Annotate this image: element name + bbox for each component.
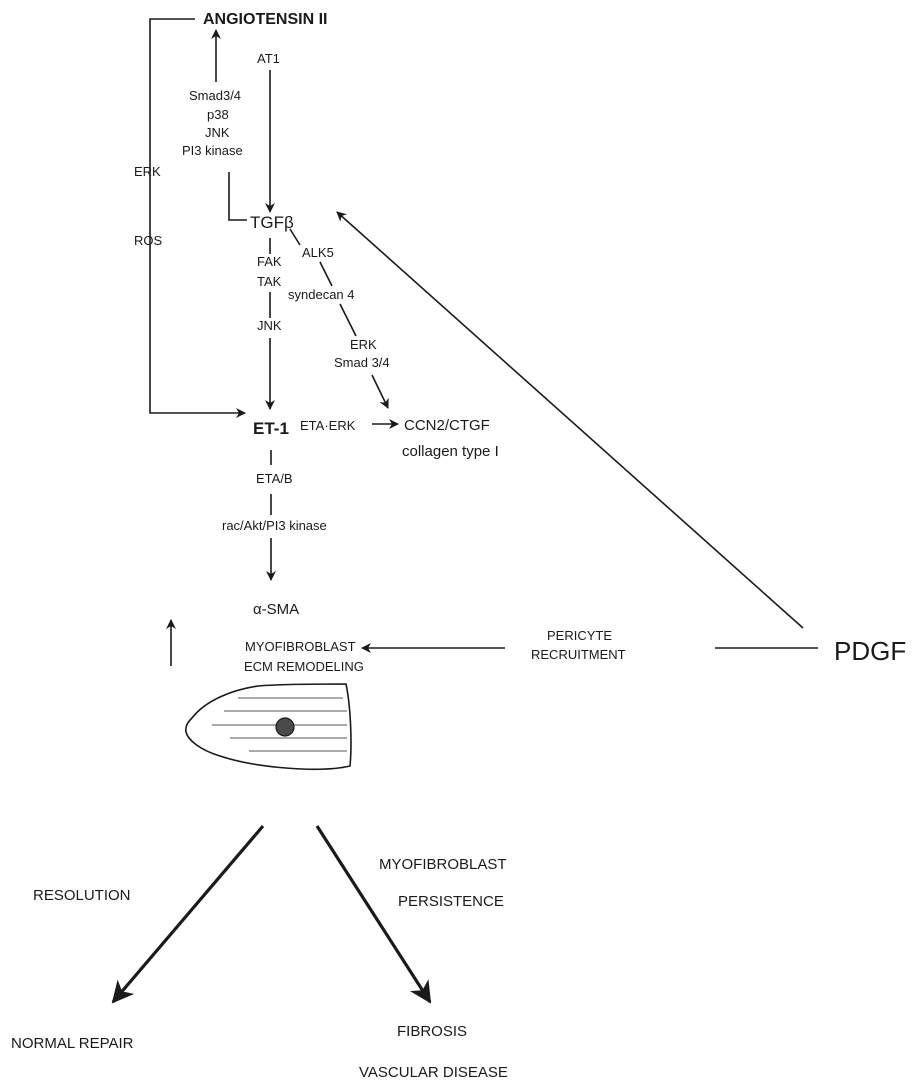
p38-label: p38: [207, 107, 229, 122]
myofibroblast-label: MYOFIBROBLAST: [245, 639, 356, 654]
et1-node: ET-1: [253, 419, 289, 438]
pi3-kinase-label: PI3 kinase: [182, 143, 243, 158]
fibrosis-node: FIBROSIS: [397, 1023, 467, 1040]
ccn2-ctgf-node: CCN2/CTGF: [404, 417, 490, 434]
eta-b-label: ETA/B: [256, 471, 293, 486]
recruitment-label: RECRUITMENT: [531, 647, 626, 662]
tgfb-node: TGFβ: [250, 213, 294, 232]
pdgf-node: PDGF: [834, 636, 906, 666]
eta-erk-label: ETA·ERK: [300, 418, 356, 433]
tgfb-to-angiotensin-feedback: [228, 172, 247, 221]
resolution-label: RESOLUTION: [33, 887, 131, 904]
at1-label: AT1: [257, 51, 280, 66]
alk5-label: ALK5: [302, 245, 334, 260]
jnk-mid-label: JNK: [257, 318, 282, 333]
rac-akt-pi3-label: rac/Akt/PI3 kinase: [222, 518, 327, 533]
angiotensin-to-et1-loop: [149, 18, 246, 418]
erk-left-label: ERK: [134, 164, 161, 179]
resolution-arrow: [111, 824, 265, 1004]
pdgf-to-tgfb-arrow: [336, 211, 804, 629]
tgfb-to-ccn2-seg2: [319, 261, 333, 287]
erk-mid-label: ERK: [350, 337, 377, 352]
syndecan4-label: syndecan 4: [288, 287, 355, 302]
collagen-type-i-node: collagen type I: [402, 443, 499, 460]
pericyte-label: PERICYTE: [547, 628, 612, 643]
tgfb-to-ccn2-seg1: [289, 228, 301, 246]
fak-label: FAK: [257, 254, 282, 269]
persistence-arrow: [315, 825, 432, 1004]
nucleus-icon: [275, 717, 295, 737]
ecm-remodeling-label: ECM REMODELING: [244, 659, 364, 674]
smad34-label: Smad3/4: [189, 88, 241, 103]
vascular-disease-node: VASCULAR DISEASE: [359, 1064, 508, 1081]
tgfb-to-ccn2-arrow: [371, 374, 389, 409]
ros-label: ROS: [134, 233, 163, 248]
jnk-top-label: JNK: [205, 125, 230, 140]
alpha-sma-node: α-SMA: [253, 601, 299, 618]
angiotensin-ii-node: ANGIOTENSIN II: [203, 11, 327, 28]
fibroblast-cell-icon: [185, 683, 352, 770]
myofibroblast-persistence-label: MYOFIBROBLAST: [379, 856, 507, 873]
tgfb-to-ccn2-seg3: [339, 303, 357, 337]
smad-3-4-label: Smad 3/4: [334, 355, 390, 370]
normal-repair-node: NORMAL REPAIR: [11, 1035, 134, 1052]
persistence-label: PERSISTENCE: [398, 893, 504, 910]
tak-label: TAK: [257, 274, 282, 289]
